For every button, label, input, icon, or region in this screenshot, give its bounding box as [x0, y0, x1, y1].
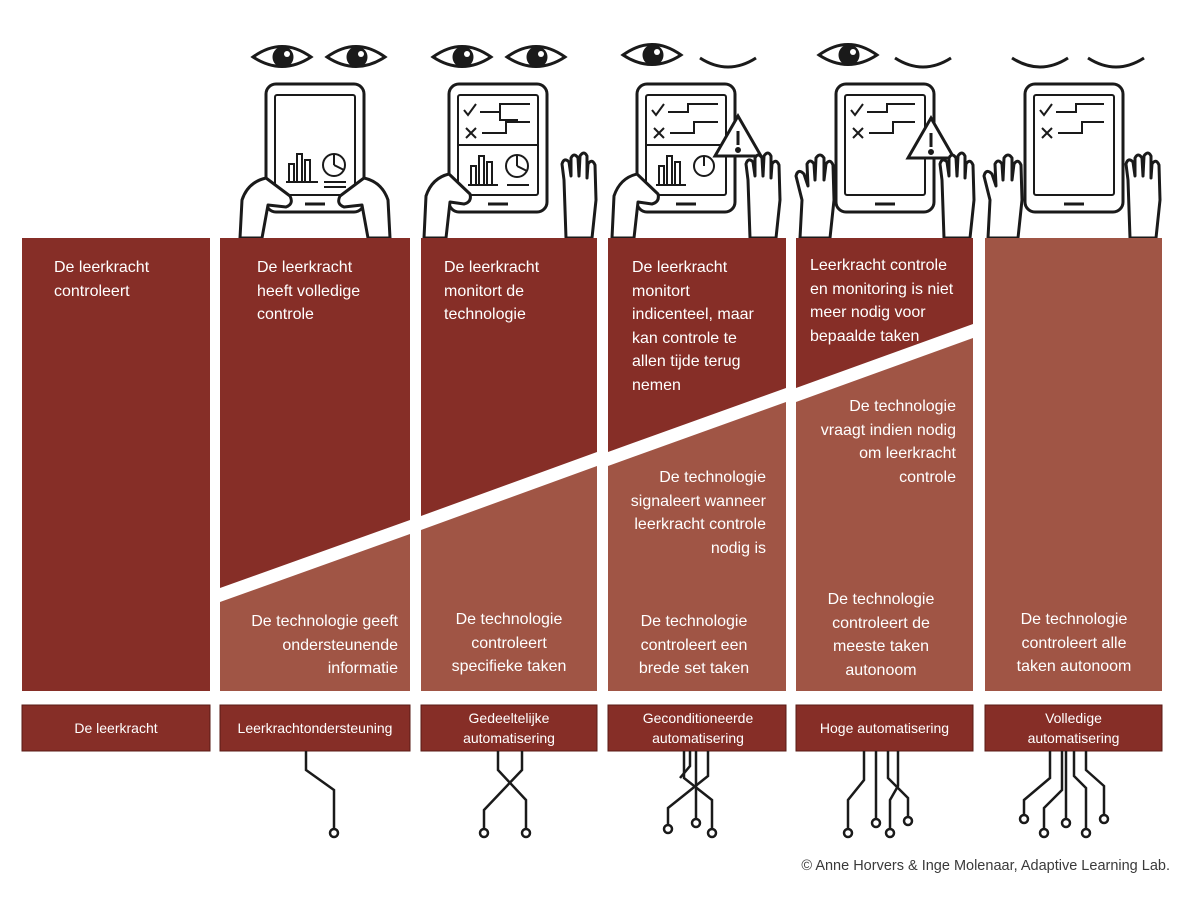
technology-role-text: De technologie geeft ondersteunende info… — [251, 613, 398, 677]
technology-role-text: De technologie controleert de meeste tak… — [827, 591, 935, 679]
raised-hand-icon — [560, 151, 598, 240]
level-label: Gedeeltelijke automatisering — [463, 710, 555, 746]
teacher-role-text: De leerkracht monitort indicenteel, maar… — [632, 259, 754, 394]
task-flow-icon — [1039, 103, 1104, 139]
bar-chart-icon — [656, 155, 686, 186]
circuit-wires-icon — [482, 751, 528, 828]
tablet-icon — [447, 82, 549, 214]
raised-hand-icon — [938, 151, 976, 240]
task-flow-icon — [850, 103, 915, 139]
eye-closed-icon — [699, 56, 757, 69]
teacher-panel — [22, 238, 210, 691]
level-label: Hoge automatisering — [819, 720, 950, 736]
teacher-panel — [796, 238, 973, 388]
teacher-role-text: De leerkracht monitort de technologie — [444, 259, 540, 323]
eye-open-icon — [430, 45, 494, 68]
circuit-wires-icon — [666, 751, 714, 828]
technology-role-text: De technologie controleert een brede set… — [638, 613, 750, 677]
holding-hand-icon — [238, 176, 293, 240]
level-label: Volledige automatisering — [1027, 710, 1120, 746]
eye-open-icon — [250, 45, 314, 68]
technology-panel — [608, 402, 786, 691]
technology-panel — [985, 238, 1162, 691]
level-label-box — [984, 704, 1163, 752]
level-label-box — [219, 704, 411, 752]
circuit-wires-icon — [1022, 751, 1106, 828]
technology-role-text: De technologie controleert alle taken au… — [1016, 611, 1132, 675]
task-flow-icon — [651, 103, 718, 139]
level-label: Leerkrachtondersteuning — [237, 720, 393, 736]
eye-closed-icon — [894, 56, 952, 69]
technology-panel — [421, 466, 597, 691]
level-label-box — [420, 704, 598, 752]
holding-hand-icon — [422, 172, 472, 240]
level-label: De leerkracht — [74, 720, 158, 736]
level-label-box — [21, 704, 211, 752]
teacher-role-text: De leerkracht controleert — [54, 259, 150, 300]
holding-hand-icon — [337, 176, 392, 240]
technology-panel — [220, 534, 410, 691]
holding-hand-icon — [610, 172, 660, 240]
eye-closed-icon — [1087, 56, 1145, 69]
tablet-icon — [1023, 82, 1125, 214]
level-label-box — [795, 704, 974, 752]
pie-chart-icon — [322, 153, 346, 188]
technology-role-text: De technologie controleert specifieke ta… — [451, 611, 567, 675]
warning-icon — [905, 114, 957, 160]
teacher-role-text: Leerkracht controle en monitoring is nie… — [810, 257, 954, 345]
tablet-icon — [834, 82, 957, 214]
pie-chart-icon — [693, 155, 715, 177]
raised-hand-icon — [982, 153, 1024, 240]
warning-icon — [712, 112, 764, 158]
eye-open-icon — [816, 43, 880, 66]
copyright-credit: © Anne Horvers & Inge Molenaar, Adaptive… — [801, 858, 1170, 874]
teacher-panel — [608, 238, 786, 452]
raised-hand-icon — [794, 153, 836, 240]
technology-alert-text: De technologie vraagt indien nodig om le… — [820, 398, 956, 486]
raised-hand-icon — [1124, 151, 1162, 240]
circuit-wires-icon — [304, 751, 336, 828]
teacher-role-text: De leerkracht heeft volledige controle — [257, 259, 361, 323]
level-label-box — [607, 704, 787, 752]
technology-alert-text: De technologie signaleert wanneer leerkr… — [630, 469, 766, 557]
raised-hand-icon — [744, 151, 782, 240]
eye-closed-icon — [1011, 56, 1069, 69]
circuit-wires-icon — [846, 751, 910, 828]
tablet-icon — [264, 82, 366, 214]
pie-chart-icon — [505, 154, 529, 186]
teacher-panel — [421, 238, 597, 516]
task-flow-icon — [463, 103, 530, 139]
tablet-icon — [635, 82, 764, 214]
eye-open-icon — [324, 45, 388, 68]
eye-open-icon — [504, 45, 568, 68]
eye-open-icon — [620, 43, 684, 66]
technology-panel — [796, 338, 973, 691]
teacher-panel — [220, 238, 410, 588]
bar-chart-icon — [468, 155, 498, 186]
level-label: Geconditioneerde automatisering — [642, 710, 754, 746]
bar-chart-icon — [286, 153, 318, 183]
